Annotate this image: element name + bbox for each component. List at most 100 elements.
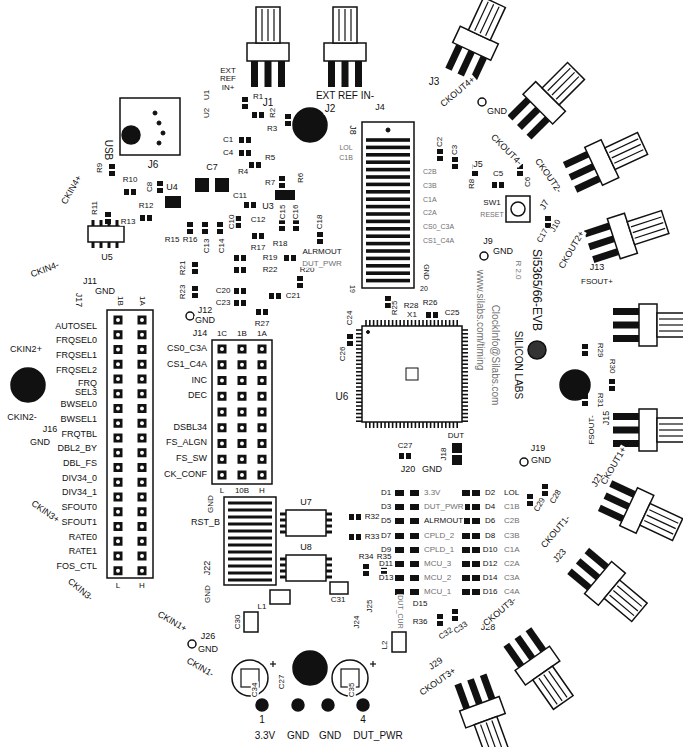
passive-pad bbox=[187, 222, 193, 227]
silkscreen-label: CKIN4- bbox=[29, 260, 62, 280]
pin-pad bbox=[114, 493, 123, 502]
connector-pad bbox=[251, 61, 258, 87]
silkscreen-label: R12 bbox=[138, 202, 155, 210]
passive-pad bbox=[239, 150, 244, 156]
pin-hole bbox=[116, 421, 120, 425]
silkscreen-label: USB bbox=[103, 139, 114, 162]
pin-pad bbox=[218, 439, 227, 448]
silkscreen-label: J13 bbox=[589, 263, 606, 272]
barrel-ridge bbox=[338, 9, 339, 41]
silkscreen-label: J25 bbox=[366, 599, 374, 614]
passive-pad bbox=[356, 514, 361, 520]
qfp-pin bbox=[392, 422, 394, 428]
smd-header-pad bbox=[366, 257, 410, 261]
smd-header-pad bbox=[366, 138, 410, 142]
barrel-ridge bbox=[544, 675, 562, 701]
connector-pad bbox=[592, 248, 619, 263]
passive-pad bbox=[246, 150, 251, 156]
pin-hole bbox=[140, 510, 144, 514]
qfp-pin bbox=[356, 379, 362, 381]
qfp-pin bbox=[462, 405, 468, 407]
silkscreen-label: ALRMOUT bbox=[301, 248, 342, 256]
pin-pad bbox=[138, 360, 147, 369]
sma-connector bbox=[561, 124, 651, 196]
led-pad bbox=[472, 504, 480, 510]
passive-pad bbox=[426, 312, 431, 318]
silkscreen-label: U1 bbox=[203, 89, 211, 101]
silkscreen-label: D10 bbox=[482, 546, 499, 554]
silkscreen-label: CPLD_1 bbox=[423, 546, 455, 554]
test-point bbox=[480, 252, 488, 260]
connector-barrel bbox=[256, 7, 280, 43]
connector-pad bbox=[503, 643, 524, 668]
silkscreen-label: GND bbox=[486, 107, 508, 116]
passive-pad bbox=[109, 171, 115, 176]
passive-pad bbox=[284, 255, 289, 261]
barrel-ridge bbox=[644, 521, 673, 535]
silkscreen-label: U3 bbox=[261, 202, 275, 211]
passive-pad bbox=[517, 171, 523, 176]
mounting-hole bbox=[293, 108, 327, 142]
pin-pad bbox=[138, 375, 147, 384]
silkscreen-label: C28 bbox=[548, 488, 564, 507]
led-pad bbox=[395, 561, 404, 567]
soic-body bbox=[88, 226, 124, 242]
passive-pad bbox=[234, 300, 239, 306]
pin-hole bbox=[260, 410, 264, 414]
led-pad bbox=[462, 575, 470, 581]
pin-hole bbox=[140, 569, 144, 573]
passive-pad bbox=[285, 121, 291, 126]
silkscreen-label: ClockInfo@Silabs.com bbox=[490, 304, 501, 407]
pin-pad bbox=[138, 507, 147, 516]
qfp-pin bbox=[462, 363, 468, 365]
silkscreen-label: C1B bbox=[338, 154, 354, 161]
silkscreen-label: C18 bbox=[316, 214, 324, 231]
connector-pad bbox=[467, 678, 482, 705]
silkscreen-label: C12 bbox=[250, 216, 267, 224]
passive-pad bbox=[347, 334, 353, 339]
silkscreen-label: 19 bbox=[348, 284, 355, 294]
pin-pad bbox=[258, 455, 267, 464]
silkscreen-label: GND bbox=[94, 287, 116, 296]
connector-body bbox=[324, 43, 366, 61]
passive-pad bbox=[259, 112, 264, 118]
barrel-ridge bbox=[486, 7, 500, 36]
pin-pad bbox=[114, 360, 123, 369]
silkscreen-label: R27 bbox=[254, 320, 271, 328]
passive-pad bbox=[217, 229, 223, 234]
led-pad bbox=[472, 547, 480, 553]
passive-pad bbox=[437, 614, 443, 619]
pin-pad bbox=[138, 478, 147, 487]
led-pad bbox=[410, 547, 419, 553]
passive-pad bbox=[317, 239, 323, 244]
passive-pad bbox=[609, 379, 615, 384]
silkscreen-label: R1 bbox=[252, 93, 264, 101]
silkscreen-label: C2A bbox=[503, 560, 521, 568]
pin-pad bbox=[138, 404, 147, 413]
silkscreen-label: GND bbox=[492, 247, 514, 256]
silkscreen-label: CKIN4+ bbox=[59, 173, 84, 207]
silkscreen-label: C27 bbox=[278, 674, 286, 691]
passive-pad bbox=[242, 104, 248, 109]
silkscreen-label: SW1 bbox=[482, 199, 501, 207]
pin-pad bbox=[138, 330, 147, 339]
passive-pad bbox=[131, 189, 136, 195]
silkscreen-label: 1A bbox=[256, 330, 268, 338]
silkscreen-label: BWSEL0 bbox=[59, 400, 98, 409]
led-pad bbox=[462, 561, 470, 567]
qfp-pin bbox=[441, 320, 443, 326]
pin-hole bbox=[240, 426, 244, 430]
connector-barrel bbox=[627, 211, 669, 245]
soic-pin bbox=[326, 531, 332, 534]
soic-pin bbox=[92, 220, 95, 226]
qfp-pin bbox=[462, 333, 468, 335]
led-pad bbox=[462, 547, 470, 553]
pin-pad bbox=[138, 493, 147, 502]
passive-pad bbox=[542, 484, 548, 489]
silkscreen-label: R3 bbox=[266, 125, 278, 133]
silkscreen-label: J24 bbox=[353, 615, 361, 630]
soic-pin bbox=[326, 576, 332, 579]
qfp-pin bbox=[392, 320, 394, 326]
pin-pad bbox=[114, 419, 123, 428]
passive-pad bbox=[542, 491, 548, 496]
